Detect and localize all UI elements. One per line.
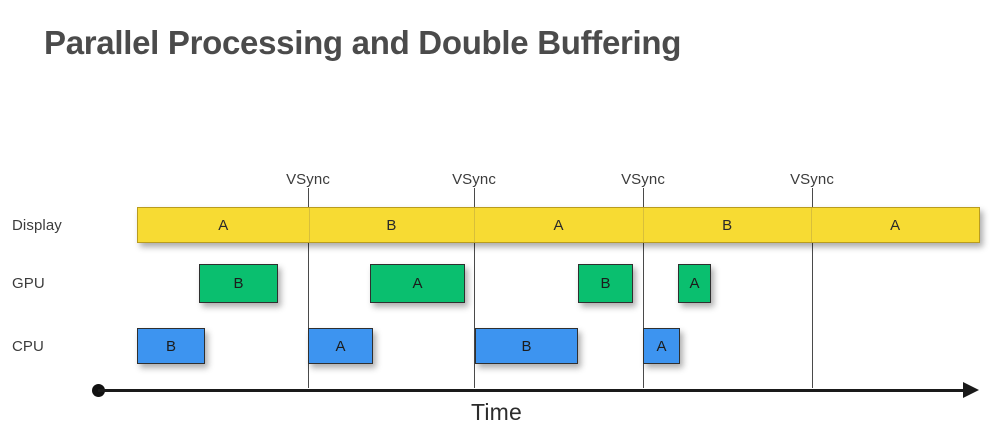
page-title: Parallel Processing and Double Buffering — [44, 24, 682, 62]
gpu-task-block: B — [199, 264, 278, 303]
time-axis-line — [98, 389, 975, 392]
time-axis-arrow-icon — [963, 382, 979, 398]
row-label-gpu: GPU — [12, 275, 45, 292]
cpu-task-block: A — [643, 328, 680, 364]
gpu-task-block: B — [578, 264, 633, 303]
vsync-label: VSync — [286, 171, 330, 188]
display-segment: B — [642, 208, 812, 242]
cpu-task-block: A — [308, 328, 373, 364]
time-axis-label: Time — [470, 399, 523, 425]
cpu-task-block: B — [475, 328, 578, 364]
vsync-line — [643, 188, 644, 388]
vsync-label: VSync — [452, 171, 496, 188]
vsync-line — [812, 188, 813, 388]
cpu-task-block: B — [137, 328, 205, 364]
gpu-task-block: A — [678, 264, 711, 303]
display-segment: A — [811, 208, 979, 242]
vsync-line — [474, 188, 475, 388]
vsync-label: VSync — [621, 171, 665, 188]
display-segment: A — [218, 216, 229, 234]
display-segment: A — [474, 208, 643, 242]
vsync-label: VSync — [790, 171, 834, 188]
display-segment: B — [308, 208, 475, 242]
row-label-cpu: CPU — [12, 338, 44, 355]
gpu-task-block: A — [370, 264, 465, 303]
row-label-display: Display — [12, 217, 62, 234]
display-timeline-bar: A B A B A — [137, 207, 980, 243]
vsync-line — [308, 188, 309, 388]
